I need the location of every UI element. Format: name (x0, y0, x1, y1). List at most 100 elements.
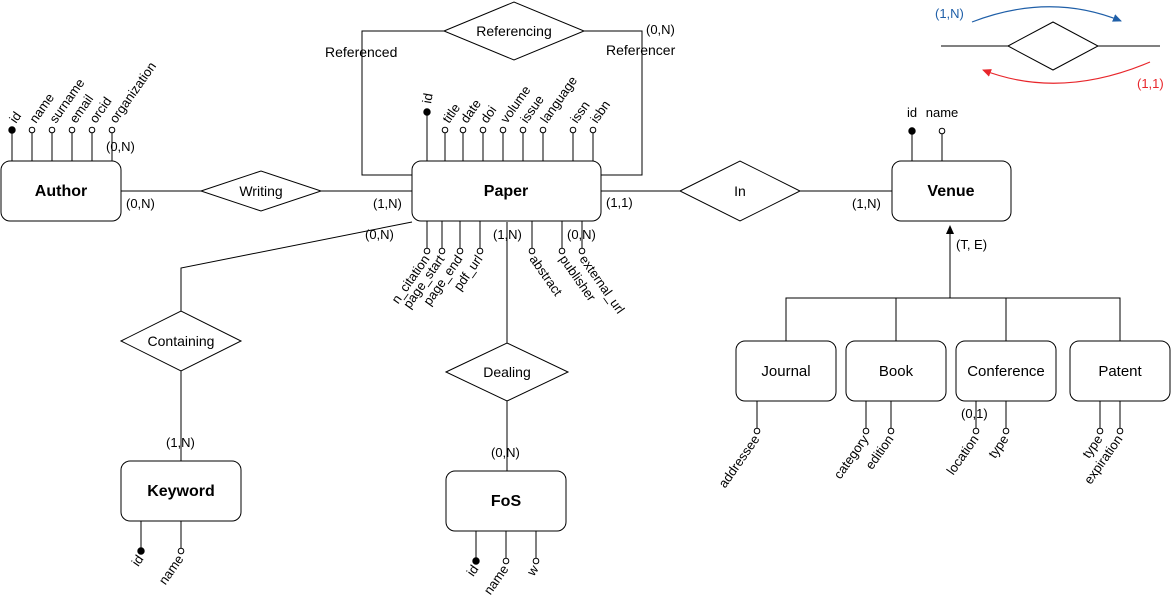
generalization-bar (785, 297, 1121, 341)
role-referenced: Referenced (325, 44, 397, 60)
entity-author[interactable]: Author (0, 160, 122, 222)
key-attr-dot-paper_top-id (423, 108, 431, 116)
entity-journal-label: Journal (761, 363, 810, 380)
attr-dot-paper_top-issue (519, 126, 527, 134)
attr-dot-paper_bottom-publisher (558, 247, 566, 255)
entity-book-label: Book (879, 363, 914, 380)
attr-label-venue-id: id (907, 105, 917, 120)
attr-label-paper_top-issn: issn (567, 98, 593, 126)
relationship-referencing[interactable]: Referencing (442, 1, 586, 61)
connections (120, 30, 1121, 471)
entity-conference-label: Conference (967, 363, 1045, 380)
role-referencer: Referencer (606, 42, 676, 58)
attr-label-author-id: id (6, 109, 24, 126)
card-paper-writing: (1,N) (373, 196, 402, 211)
card-fos-dealing: (0,N) (491, 445, 520, 460)
entity-paper[interactable]: Paper (411, 160, 602, 222)
attr-dot-patent-type (1096, 427, 1104, 435)
legend-top-label: (1,N) (935, 6, 964, 21)
attr-dot-author-email (68, 126, 76, 134)
attr-dot-paper_top-date (459, 126, 467, 134)
attr-dot-venue-name (938, 127, 946, 135)
attr-dot-patent-expiration (1116, 427, 1124, 435)
relationship-in[interactable]: In (678, 160, 802, 222)
attr-dot-paper_top-title (441, 126, 449, 134)
card-conference-location: (0,1) (961, 406, 988, 421)
key-attr-dot-venue-id (908, 127, 916, 135)
attr-dot-paper_bottom-abstract (528, 247, 536, 255)
key-attr-dot-keyword-id (137, 547, 145, 555)
legend-diamond (1006, 21, 1100, 71)
attr-dot-paper_bottom-pdf_url (476, 247, 484, 255)
card-paper-bottom-attr: (0,N) (567, 227, 596, 242)
relationship-dealing[interactable]: Dealing (444, 342, 570, 402)
relationship-referencing-label: Referencing (476, 23, 552, 39)
attr-dot-paper_bottom-n_citation (423, 247, 431, 255)
attr-label-paper_top-isbn: isbn (587, 98, 613, 126)
entity-book[interactable]: Book (845, 340, 947, 402)
key-attr-dot-fos-id (472, 557, 480, 565)
card-keyword-containing: (1,N) (166, 435, 195, 450)
card-paper-referencer: (0,N) (646, 22, 675, 37)
attr-dot-paper_top-language (539, 126, 547, 134)
referencer-line (584, 30, 643, 176)
legend-bottom-label: (1,1) (1137, 76, 1164, 91)
attr-dot-journal-addressee (753, 427, 761, 435)
entity-patent-label: Patent (1098, 363, 1142, 380)
key-attr-dot-author-id (8, 126, 16, 134)
attr-label-book-category: category (831, 432, 872, 482)
entity-fos[interactable]: FoS (445, 470, 567, 532)
attr-dot-fos-name (502, 557, 510, 565)
entity-journal[interactable]: Journal (735, 340, 837, 402)
attr-label-conference-location: location (943, 432, 981, 477)
attr-dot-paper_top-doi (479, 126, 487, 134)
legend-top-arrow (971, 6, 1122, 23)
relationship-in-label: In (734, 183, 746, 199)
attr-label-journal-addressee: addressee (715, 432, 762, 490)
attr-dot-conference-type (1002, 427, 1010, 435)
attr-label-author-organization: organization (106, 59, 159, 126)
paper-containing-line (180, 221, 413, 311)
legend: (1,N) (1,1) (935, 6, 1164, 91)
attr-label-fos-w: w (523, 562, 542, 580)
entity-fos-label: FoS (491, 493, 522, 510)
entity-venue-label: Venue (927, 183, 974, 200)
attr-dot-paper_bottom-page_start (438, 247, 446, 255)
attr-label-conference-type: type (985, 432, 1011, 461)
attr-dot-paper_bottom-page_end (456, 247, 464, 255)
attr-dot-conference-location (972, 427, 980, 435)
relationship-dealing-label: Dealing (483, 364, 530, 380)
attr-dot-author-orcid (88, 126, 96, 134)
referenced-line (361, 30, 444, 176)
attr-label-venue-name: name (926, 105, 959, 120)
card-venue-in: (1,N) (852, 196, 881, 211)
attr-label-paper_top-date: date (457, 96, 484, 125)
entity-author-label: Author (35, 183, 87, 200)
entity-keyword[interactable]: Keyword (120, 460, 242, 522)
attr-dot-book-category (862, 427, 870, 435)
entity-paper-label: Paper (484, 183, 528, 200)
card-author-writing: (0,N) (126, 196, 155, 211)
attr-dot-paper_bottom-external_url (578, 247, 586, 255)
attr-dot-keyword-name (177, 547, 185, 555)
relationship-containing[interactable]: Containing (119, 310, 243, 372)
entity-conference[interactable]: Conference (955, 340, 1057, 402)
entity-patent[interactable]: Patent (1069, 340, 1171, 402)
attr-dot-author-organization (108, 126, 116, 134)
card-paper-in: (1,1) (606, 195, 633, 210)
relationship-writing[interactable]: Writing (199, 170, 323, 212)
card-paper-containing: (0,N) (365, 227, 394, 242)
attribute-stems (8, 108, 1124, 565)
attr-label-keyword-id: id (128, 552, 146, 569)
entity-venue[interactable]: Venue (891, 160, 1012, 222)
card-organization: (0,N) (106, 139, 135, 154)
attr-dot-fos-w (532, 557, 540, 565)
legend-bottom-arrow (982, 61, 1151, 84)
card-paper-dealing: (1,N) (493, 227, 522, 242)
card-generalization: (T, E) (956, 237, 987, 252)
relationship-writing-label: Writing (239, 183, 282, 199)
relationship-containing-label: Containing (148, 333, 215, 349)
entity-keyword-label: Keyword (147, 483, 215, 500)
attr-label-fos-name: name (481, 562, 512, 597)
